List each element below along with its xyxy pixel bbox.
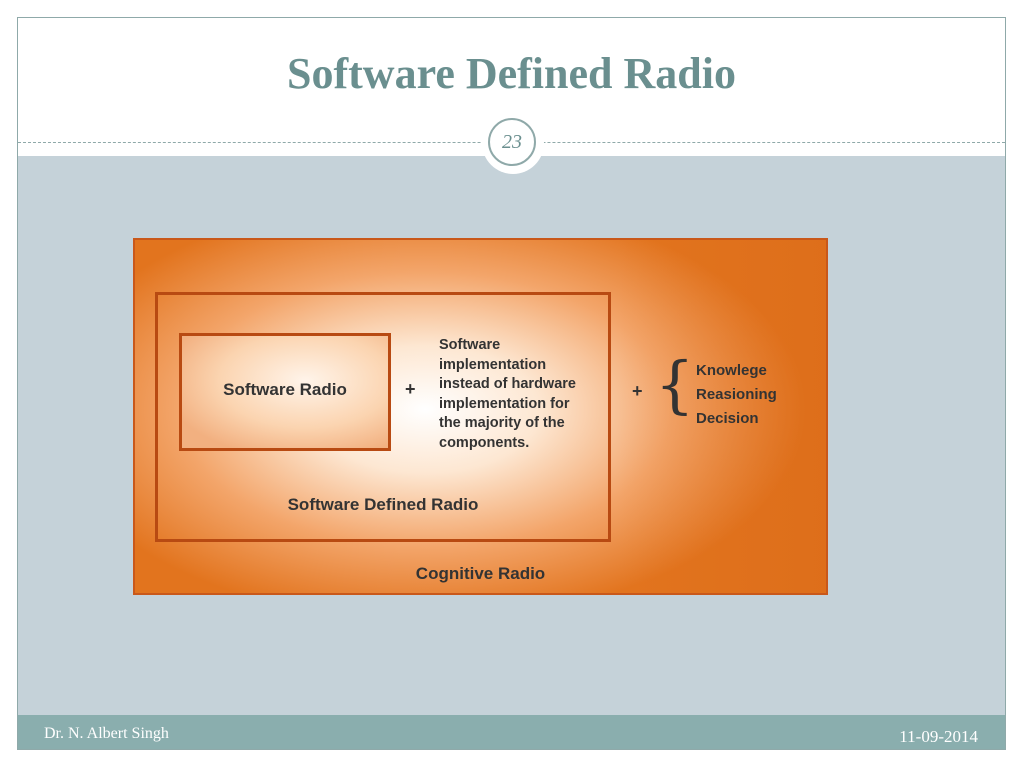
implementation-line: implementation for <box>439 395 570 412</box>
software-defined-radio-label: Software Defined Radio <box>287 495 479 514</box>
footer-author: Dr. N. Albert Singh <box>44 725 169 742</box>
implementation-line: Software <box>439 337 501 353</box>
software-radio-label: Software Radio <box>223 380 347 399</box>
cognitive-item: Knowlege <box>696 362 767 379</box>
slide-frame <box>17 17 1006 750</box>
footer-date: 11-09-2014 <box>899 727 978 746</box>
page-number-badge: 23 <box>488 118 536 166</box>
software-defined-radio-box <box>155 292 611 542</box>
plus-sign-1: + <box>405 379 416 399</box>
software-radio-box <box>179 333 391 451</box>
curly-brace-icon: { <box>655 348 695 421</box>
implementation-line: the majority of the <box>439 415 565 431</box>
cognitive-item: Decision <box>696 410 759 427</box>
cognitive-items-list: Knowlege Reasioning Decision <box>696 359 777 431</box>
cognitive-item: Reasioning <box>696 386 777 403</box>
cognitive-radio-label: Cognitive Radio <box>415 564 546 583</box>
cognitive-radio-diagram: Software Radio + Software implementation… <box>133 238 828 595</box>
plus-sign-2: + <box>632 381 643 401</box>
slide-title: Software Defined Radio <box>287 49 736 98</box>
implementation-line: instead of hardware <box>439 376 576 392</box>
footer-bar <box>18 715 1005 749</box>
software-implementation-text: Software implementation instead of hardw… <box>439 336 609 453</box>
implementation-line: components. <box>439 434 530 451</box>
implementation-line: implementation <box>439 356 547 373</box>
